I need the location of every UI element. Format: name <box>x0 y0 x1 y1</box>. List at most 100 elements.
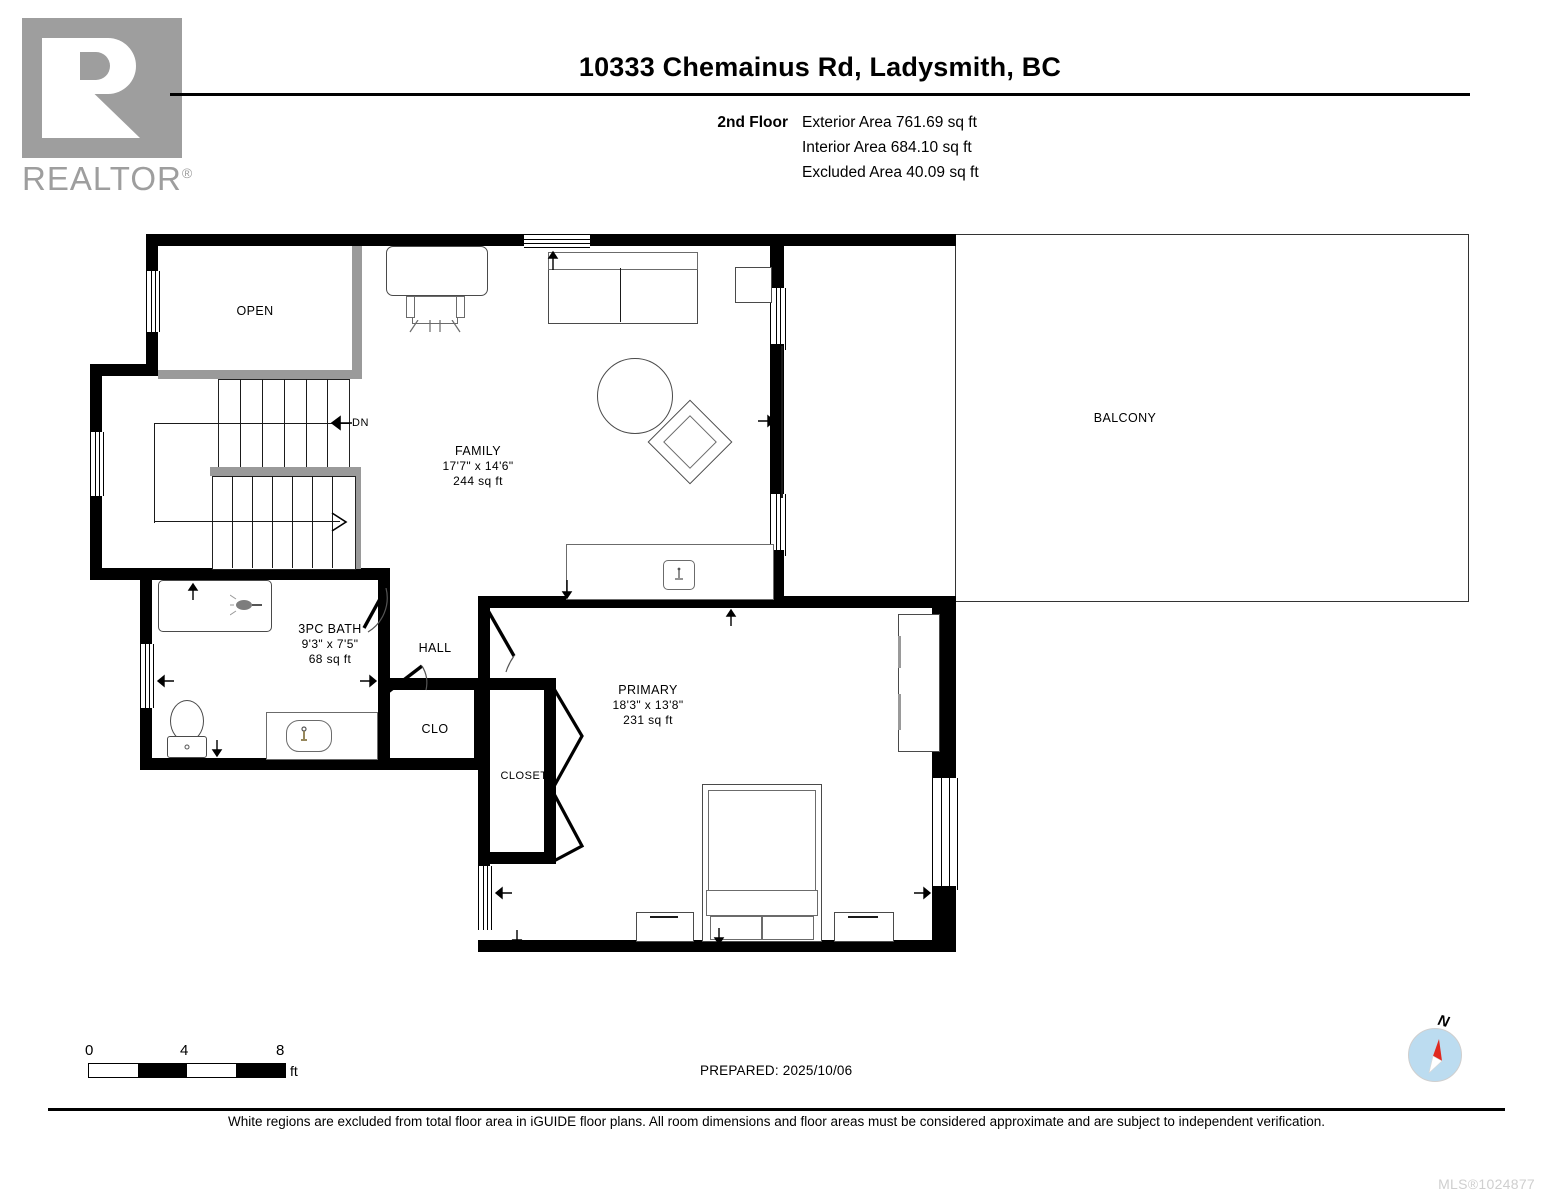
room-label-bath: 3PC BATH 9'3" x 7'5" 68 sq ft <box>298 622 362 666</box>
sofa-cushion-divider <box>620 268 622 322</box>
room-label-clo: CLO <box>421 722 449 736</box>
room-label-open: OPEN <box>236 304 274 318</box>
balcony-door-line <box>781 346 783 498</box>
chair-arm-left <box>406 296 415 318</box>
door-arrow-closet-bottom <box>511 930 523 948</box>
sofa-back <box>548 252 698 270</box>
door-arrow-primary-left <box>494 886 512 900</box>
nightstand-left-handle <box>650 916 678 918</box>
window-top-family <box>524 234 590 248</box>
wall-bath-top <box>152 568 390 580</box>
toilet-flush-icon <box>184 744 190 750</box>
floor-info: 2nd Floor Exterior Area 761.69 sq ft Inte… <box>700 110 1120 185</box>
stair-walkline <box>154 423 350 425</box>
wall-closet-bottom <box>486 852 556 864</box>
floor-label: 2nd Floor <box>717 114 788 131</box>
window-primary-left <box>478 866 492 930</box>
vanity-faucet-icon <box>301 726 307 741</box>
door-clo <box>386 664 428 694</box>
wardrobe-rod-upper <box>898 636 901 668</box>
window-open-left <box>146 271 160 332</box>
scale-tick-8: 8 <box>276 1042 285 1059</box>
footer-divider <box>48 1108 1505 1111</box>
bed-pillow-right <box>762 916 814 940</box>
window-family-right-upper <box>770 288 786 350</box>
interior-area: Interior Area 684.10 sq ft <box>802 139 972 156</box>
door-arrow-tub <box>187 582 199 600</box>
room-label-closet: CLOSET <box>500 770 548 782</box>
realtor-wordmark-text: REALTOR <box>22 160 182 197</box>
bed-blanket <box>706 890 818 916</box>
door-arrow-primary-bed <box>713 928 725 946</box>
tub-faucet-icon <box>230 594 262 616</box>
window-stairs-left <box>90 432 104 496</box>
door-arrow-bath-left <box>156 674 174 688</box>
registered-mark-icon: ® <box>181 165 194 181</box>
round-table <box>597 358 673 434</box>
wall-bath-bottom <box>140 758 485 770</box>
nightstand-right-handle <box>848 916 878 918</box>
rail-open-bottom <box>158 370 362 379</box>
scale-tick-4: 4 <box>180 1042 189 1059</box>
stair-walkline <box>154 423 156 523</box>
disclaimer-text: White regions are excluded from total fl… <box>227 1114 1326 1129</box>
exterior-area: Exterior Area 761.69 sq ft <box>802 114 977 131</box>
stair-direction-arrow <box>331 512 348 532</box>
wall-family-right-mid <box>770 344 784 496</box>
compass-rose <box>1408 1028 1462 1082</box>
door-arrow-bath-right <box>360 674 378 688</box>
wall-closet-top <box>486 678 556 690</box>
door-primary <box>480 599 516 673</box>
sink-faucet-icon <box>675 567 683 580</box>
door-arrow-counter <box>561 580 573 600</box>
wall-jog-top <box>90 364 158 376</box>
wall-clo-right <box>474 678 486 770</box>
wall-family-right <box>770 234 784 300</box>
room-label-family: FAMILY 17'7" x 14'6" 244 sq ft <box>442 444 514 488</box>
realtor-logo: REALTOR® <box>22 18 192 198</box>
door-bathroom <box>362 588 388 633</box>
scale-unit-label: ft <box>290 1063 298 1079</box>
side-table <box>735 267 772 303</box>
compass-needle-icon <box>1428 1039 1443 1074</box>
wall-primary-bottom <box>478 940 956 952</box>
floor-plan-drawing: BALCONY <box>90 234 1469 952</box>
prepared-date: PREPARED: 2025/10/06 <box>700 1063 853 1078</box>
window-primary-right <box>932 778 958 890</box>
door-closet-bifold <box>548 681 585 864</box>
bed-mattress <box>708 790 816 892</box>
room-label-balcony: BALCONY <box>1093 411 1157 425</box>
door-arrow-family-sofa <box>547 250 559 270</box>
excluded-area: Excluded Area 40.09 sq ft <box>802 164 979 181</box>
door-arrow-primary-entry <box>725 608 737 626</box>
toilet-bowl <box>170 700 204 742</box>
scale-tick-0: 0 <box>85 1042 94 1059</box>
title-divider <box>170 93 1470 96</box>
wall-stairs-bottom <box>90 568 152 580</box>
scale-bar <box>88 1063 286 1078</box>
door-arrow-bath-bottom <box>211 740 223 758</box>
wardrobe <box>898 614 940 752</box>
rail-stairs-mid <box>210 467 360 476</box>
stair-walkline <box>154 521 340 523</box>
door-arrow-balcony <box>758 414 776 428</box>
desk <box>386 246 488 296</box>
balcony-outline <box>955 234 1469 602</box>
room-label-primary: PRIMARY 18'3" x 13'8" 231 sq ft <box>612 683 684 727</box>
window-bath-left <box>140 644 154 708</box>
wardrobe-rod-lower <box>898 694 901 730</box>
window-family-right-lower <box>770 494 786 556</box>
page-title: 10333 Chemainus Rd, Ladysmith, BC <box>578 52 1062 82</box>
wall-closet-right <box>544 678 556 864</box>
chair-arm-right <box>456 296 465 318</box>
chair-legs-icon <box>409 320 461 333</box>
stair-dn-arrow-icon <box>330 415 352 431</box>
rail-stairs-right <box>352 467 361 569</box>
wall-primary-left-upper <box>478 596 490 676</box>
stair-dn-label: DN <box>352 417 369 429</box>
realtor-wordmark: REALTOR® <box>22 160 193 198</box>
wall-bath-right-lower <box>378 690 390 770</box>
room-label-hall: HALL <box>418 641 452 655</box>
rail-open-right <box>352 246 362 378</box>
mls-number: MLS®1024877 <box>1438 1176 1535 1192</box>
